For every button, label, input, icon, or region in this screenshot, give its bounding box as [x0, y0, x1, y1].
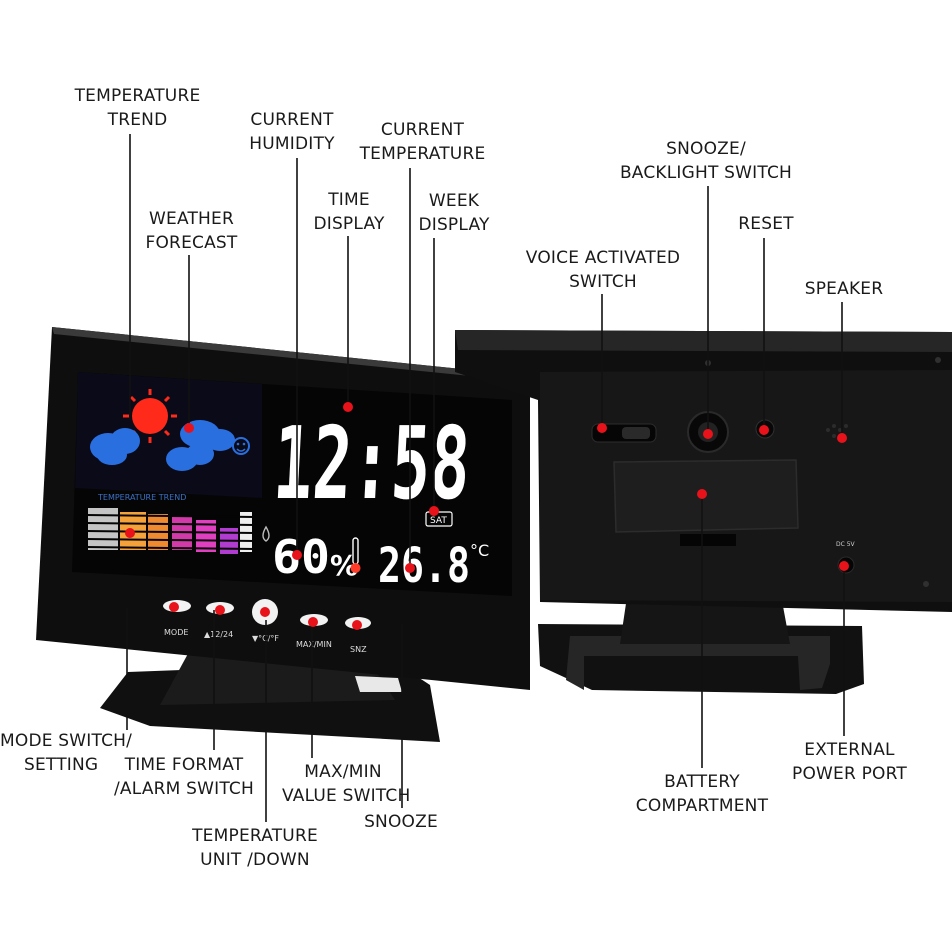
button-label-snz: SNZ — [350, 645, 367, 654]
stand-highlight — [355, 676, 402, 692]
temperature-value: 26.8 — [378, 538, 470, 594]
thermometer-icon — [350, 537, 361, 573]
battery-latch — [680, 534, 736, 546]
label-snooze-backlight: SNOOZE/BACKLIGHT SWITCH — [619, 139, 793, 183]
leader-lines — [126, 134, 845, 822]
label-mode-switch: MODE SWITCH/SETTING — [0, 731, 133, 775]
callout-markers — [125, 402, 849, 630]
back-device: DC 5V — [455, 330, 952, 694]
week-display: SAT — [430, 516, 447, 526]
smiley-icon — [232, 437, 250, 455]
sun-icon — [123, 389, 177, 443]
button-label-format: ▲12/24 — [204, 630, 233, 639]
label-reset: RESET — [738, 214, 794, 234]
humidity-drop-icon — [262, 525, 270, 542]
front-device: TEMPERATURE TREND 12:58 SAT 60 % 26.8 °C… — [36, 327, 530, 742]
label-speaker: SPEAKER — [804, 279, 884, 299]
button-label-maxmin: MAX/MIN — [296, 640, 332, 649]
trend-title: TEMPERATURE TREND — [97, 493, 186, 502]
temperature-unit: °C — [470, 541, 489, 560]
label-time-format: TIME FORMAT/ALARM SWITCH — [114, 755, 254, 799]
time-display: 12:58 — [271, 405, 473, 522]
temperature-trend-bars: TEMPERATURE TREND — [85, 493, 257, 554]
power-port-label: DC 5V — [836, 541, 856, 548]
speaker-grille — [826, 424, 848, 438]
button-label-mode: MODE — [164, 628, 188, 637]
label-snooze: SNOOZE — [364, 812, 438, 832]
